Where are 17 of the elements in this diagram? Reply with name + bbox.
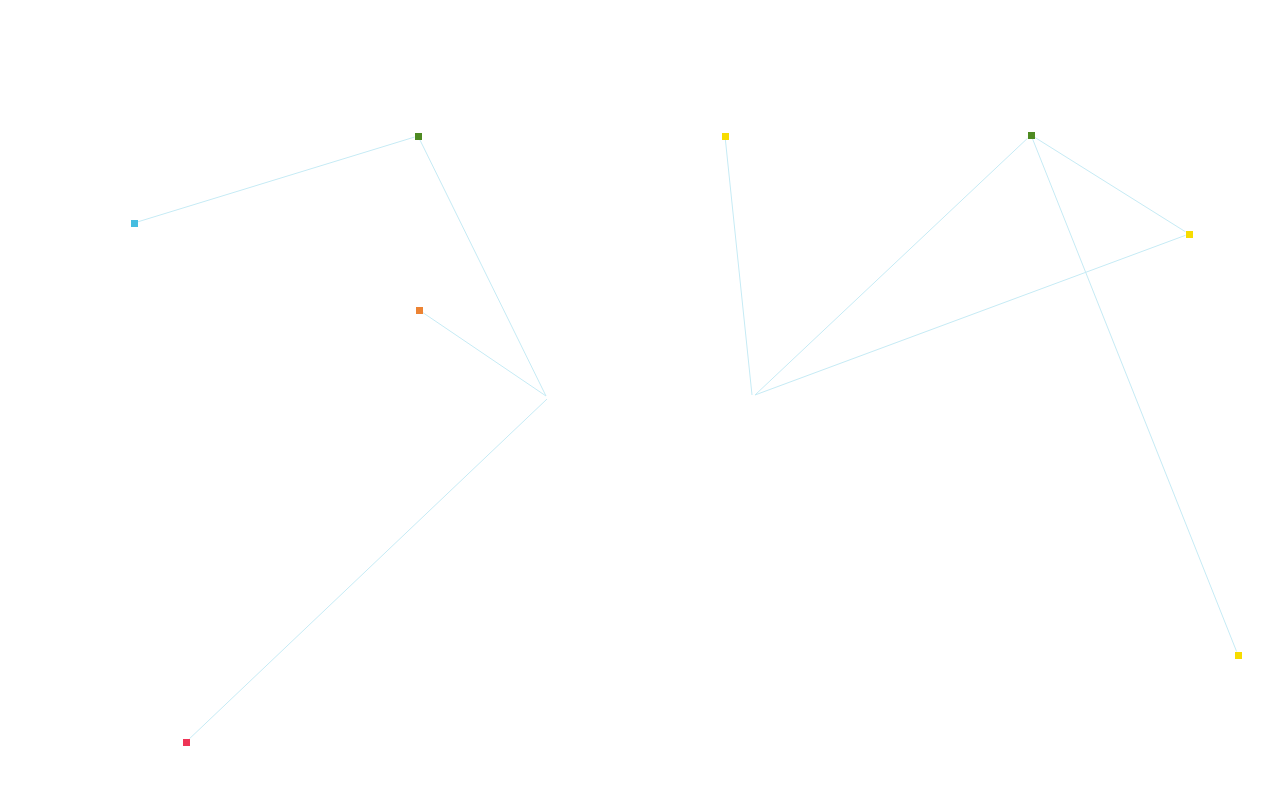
connector-line [189, 398, 548, 740]
connector-line [1031, 138, 1238, 652]
square-marker [415, 306, 423, 314]
square-marker [414, 132, 422, 140]
connector-line [754, 137, 1028, 396]
connector-line [1034, 136, 1186, 233]
square-marker [721, 132, 729, 140]
square-marker [1234, 651, 1242, 659]
connector-line [754, 234, 1186, 396]
connector-line [422, 311, 547, 397]
square-marker [1027, 131, 1035, 139]
connector-line [724, 139, 753, 396]
square-marker [182, 738, 190, 746]
connector-line [137, 136, 415, 223]
square-marker [130, 219, 138, 227]
connector-line [419, 139, 547, 397]
square-marker [1185, 230, 1193, 238]
